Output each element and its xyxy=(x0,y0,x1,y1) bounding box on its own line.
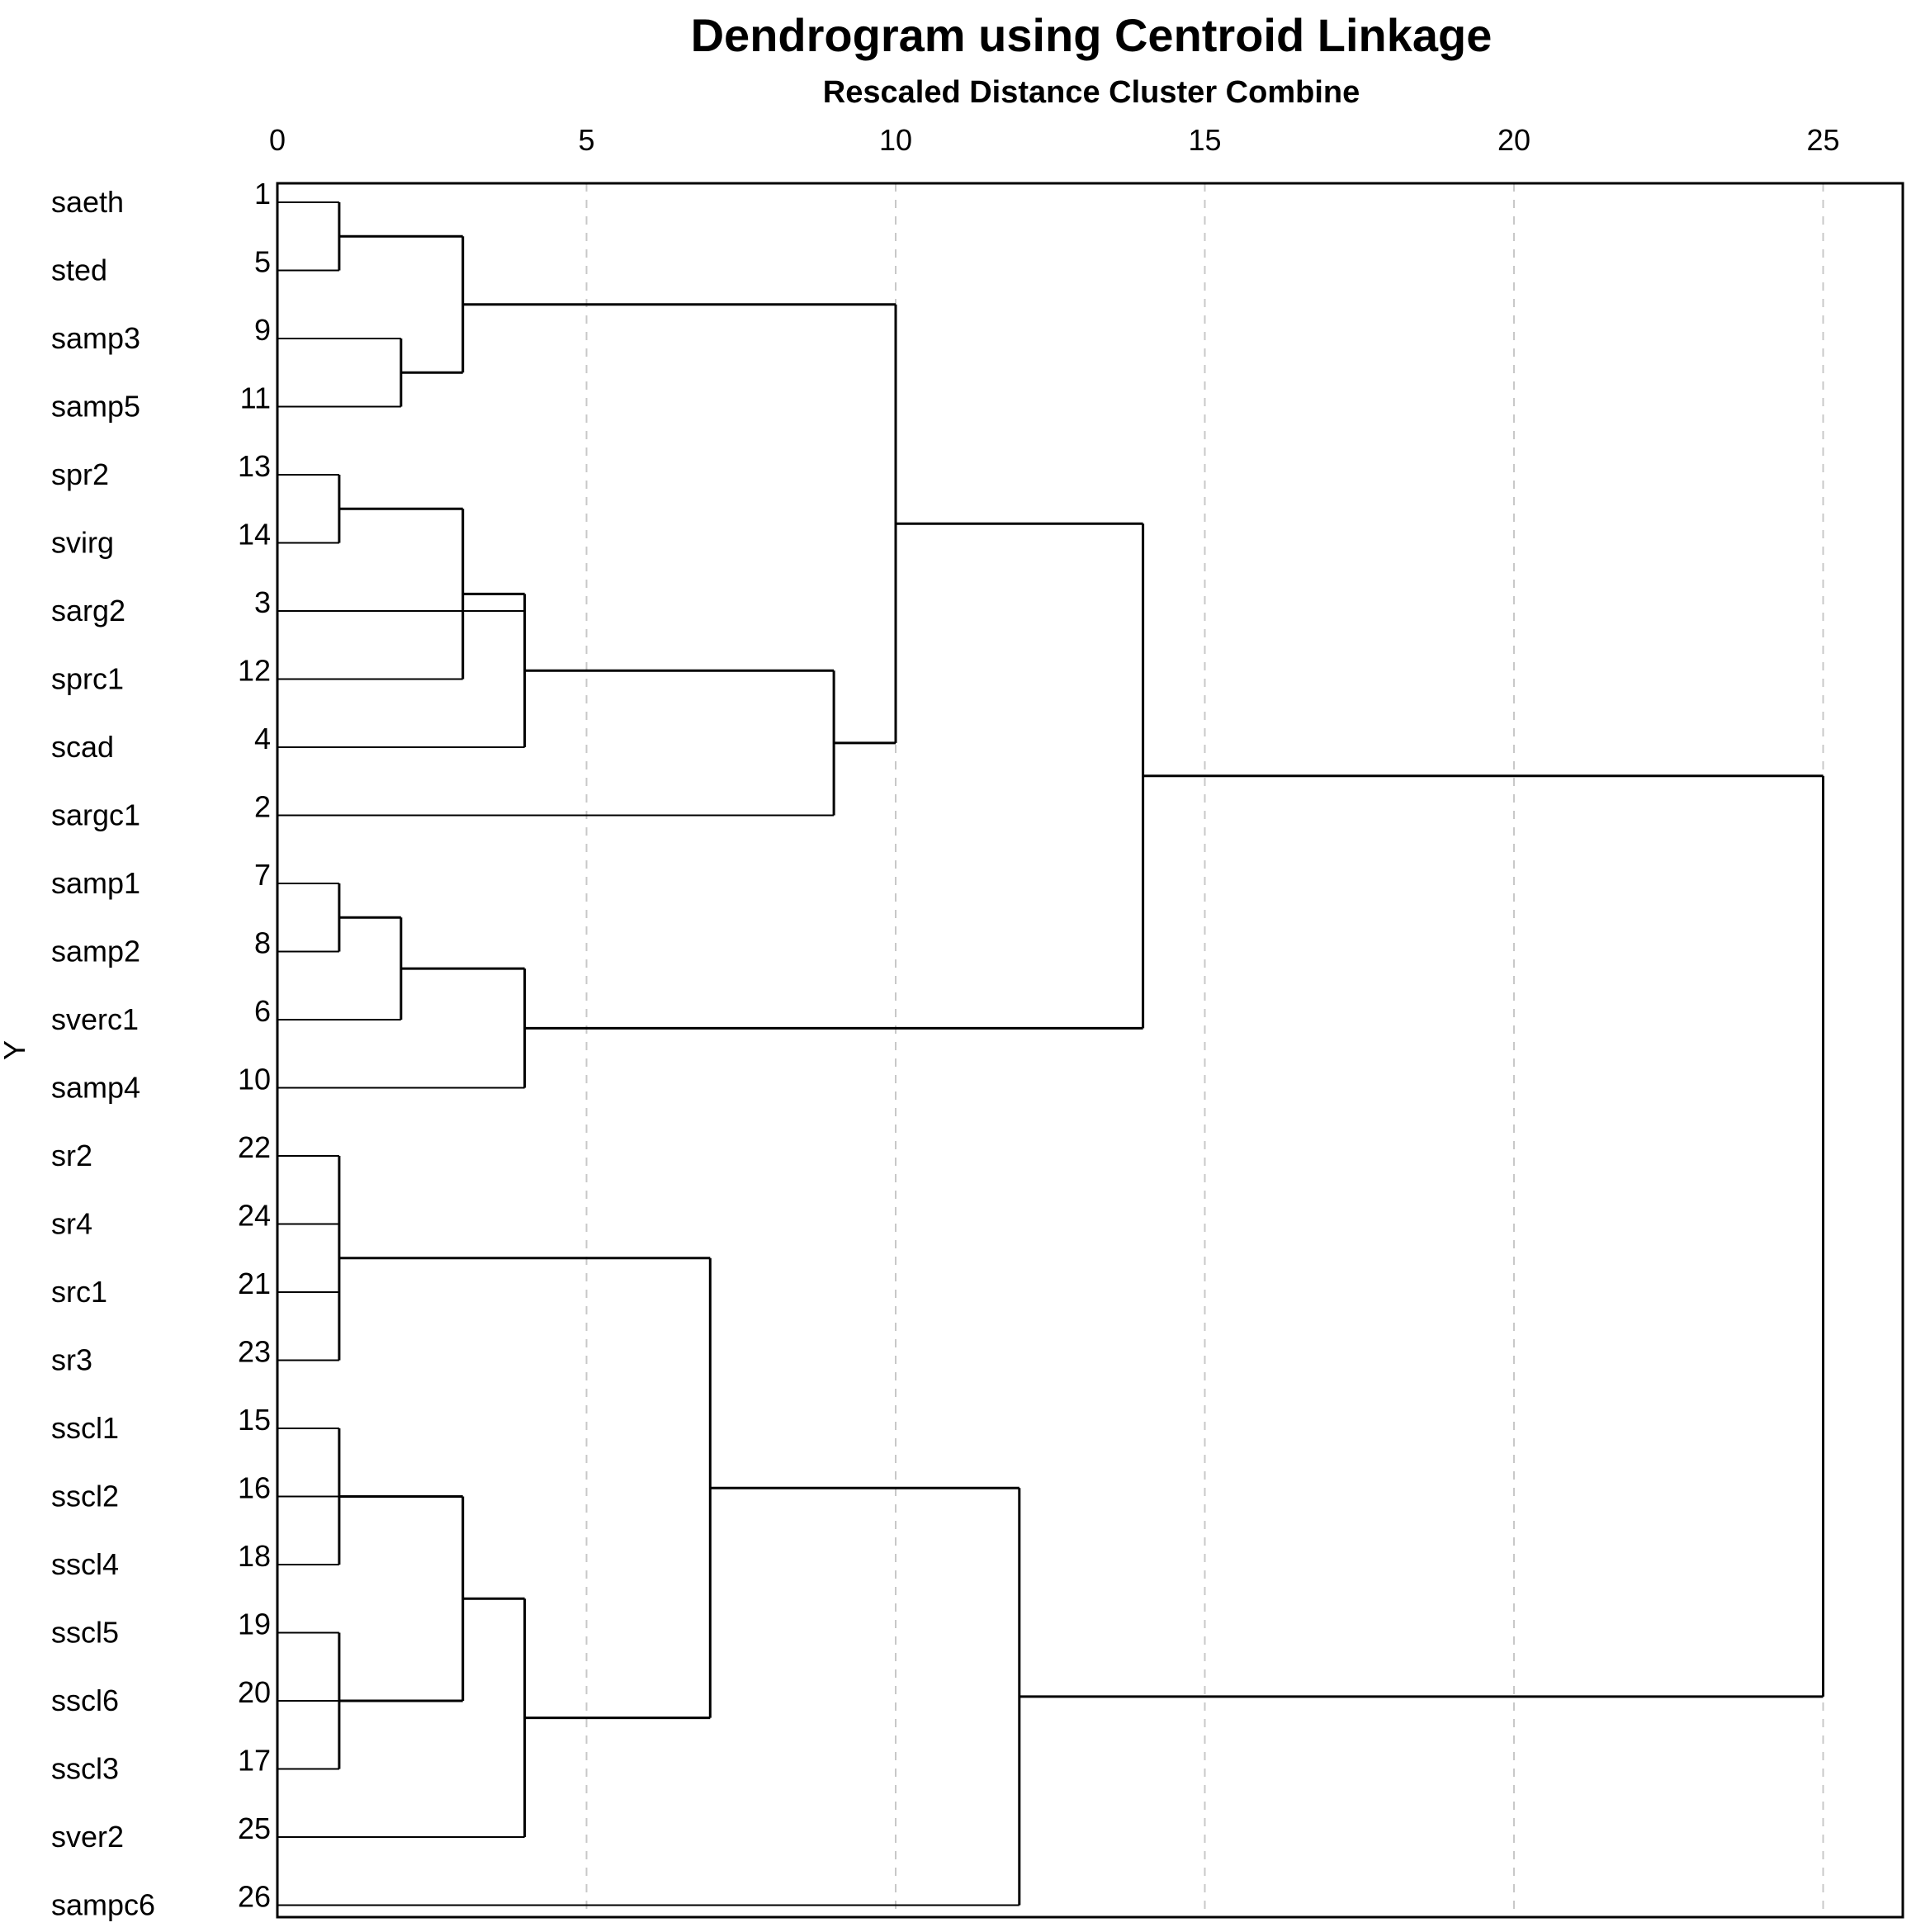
leaf-number-2: 2 xyxy=(254,790,271,824)
leaf-label-sscl3: sscl3 xyxy=(51,1752,119,1786)
leaf-label-sscl6: sscl6 xyxy=(51,1683,119,1717)
leaf-label-sscl4: sscl4 xyxy=(51,1547,119,1581)
leaf-number-4: 4 xyxy=(254,722,271,755)
leaf-label-src1: src1 xyxy=(51,1275,107,1309)
y-axis-label: Y xyxy=(0,1040,31,1060)
leaf-label-sr3: sr3 xyxy=(51,1343,92,1377)
leaf-label-scad: scad xyxy=(51,730,114,764)
leaf-label-samp1: samp1 xyxy=(51,866,140,900)
x-tick-label-15: 15 xyxy=(1188,123,1221,157)
leaf-number-16: 16 xyxy=(238,1471,271,1505)
leaf-number-22: 22 xyxy=(238,1130,271,1164)
leaf-number-6: 6 xyxy=(254,994,271,1028)
leaf-number-19: 19 xyxy=(238,1608,271,1641)
plot-frame xyxy=(276,182,1904,1919)
leaf-label-svirg: svirg xyxy=(51,526,114,560)
leaf-label-spr2: spr2 xyxy=(51,457,109,491)
leaf-label-sargc1: sargc1 xyxy=(51,798,140,832)
chart-title: Dendrogram using Centroid Linkage xyxy=(691,9,1493,61)
leaf-number-21: 21 xyxy=(238,1267,271,1300)
leaf-label-sprc1: sprc1 xyxy=(51,662,124,696)
x-tick-label-10: 10 xyxy=(879,123,912,157)
leaf-number-26: 26 xyxy=(238,1880,271,1914)
leaf-label-samp5: samp5 xyxy=(51,390,140,424)
leaf-label-sscl1: sscl1 xyxy=(51,1411,119,1445)
x-tick-label-20: 20 xyxy=(1497,123,1530,157)
leaf-label-samp3: samp3 xyxy=(51,321,140,355)
x-tick-label-0: 0 xyxy=(269,123,286,157)
leaf-number-17: 17 xyxy=(238,1744,271,1778)
leaf-label-saeth: saeth xyxy=(51,185,124,219)
leaf-number-3: 3 xyxy=(254,585,271,619)
x-tick-label-25: 25 xyxy=(1806,123,1839,157)
leaf-label-sver2: sver2 xyxy=(51,1820,124,1854)
leaf-number-7: 7 xyxy=(254,858,271,892)
leaf-number-15: 15 xyxy=(238,1403,271,1437)
leaf-number-12: 12 xyxy=(238,654,271,688)
chart-subtitle: Rescaled Distance Cluster Combine xyxy=(823,75,1360,110)
x-tick-label-5: 5 xyxy=(578,123,594,157)
leaf-label-samp2: samp2 xyxy=(51,935,140,968)
leaf-number-23: 23 xyxy=(238,1335,271,1369)
leaf-number-20: 20 xyxy=(238,1675,271,1709)
leaf-label-samp4: samp4 xyxy=(51,1071,140,1105)
leaf-number-18: 18 xyxy=(238,1539,271,1573)
leaf-number-13: 13 xyxy=(238,449,271,483)
leaf-number-25: 25 xyxy=(238,1811,271,1845)
leaf-label-sverc1: sverc1 xyxy=(51,1002,139,1036)
leaf-number-14: 14 xyxy=(238,518,271,552)
dendrogram-links xyxy=(277,201,1824,1906)
x-tick-labels: 0 5 10 15 20 25 xyxy=(269,123,1840,157)
leaf-number-8: 8 xyxy=(254,926,271,960)
leaf-number-1: 1 xyxy=(254,177,271,211)
leaf-number-11: 11 xyxy=(240,381,271,415)
leaf-label-sampc6: sampc6 xyxy=(51,1888,155,1922)
leaf-label-sr2: sr2 xyxy=(51,1139,92,1172)
leaf-label-sr4: sr4 xyxy=(51,1207,92,1241)
leaf-labels: saeth 1 sted 5 samp3 9 samp5 11 spr2 13 svirg 14 sar… xyxy=(51,177,271,1922)
leaf-label-sscl2: sscl2 xyxy=(51,1480,119,1513)
leaf-number-24: 24 xyxy=(238,1199,271,1233)
leaf-label-sted: sted xyxy=(51,253,107,287)
grid-lines xyxy=(585,183,1824,1917)
leaf-number-10: 10 xyxy=(238,1063,271,1096)
leaf-number-9: 9 xyxy=(254,313,271,347)
leaf-label-sarg2: sarg2 xyxy=(51,594,125,627)
leaf-number-5: 5 xyxy=(254,245,271,279)
leaf-label-sscl5: sscl5 xyxy=(51,1616,119,1650)
